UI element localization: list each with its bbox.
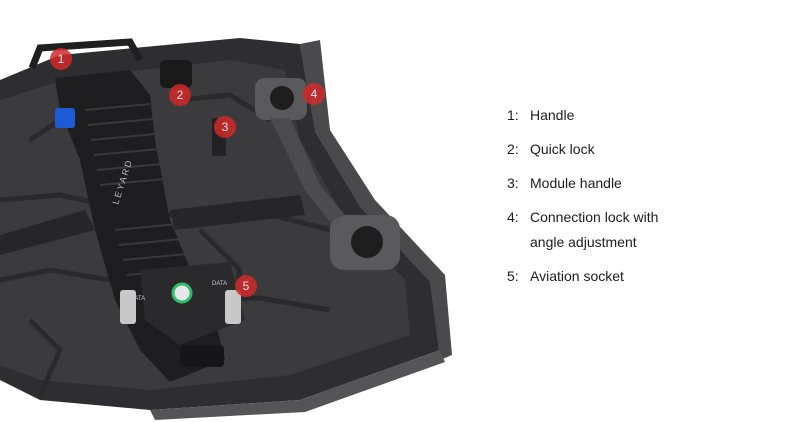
power-socket — [171, 282, 193, 304]
legend-label: Connection lock with angle adjustment — [530, 209, 659, 250]
legend-item-aviation-socket: 5: Aviation socket — [507, 264, 777, 289]
legend-item-quick-lock: 2: Quick lock — [507, 137, 777, 162]
bottom-grip — [180, 345, 224, 367]
led-cabinet-image: LEYARD DATA DATA — [0, 38, 452, 420]
socket-plate — [140, 262, 245, 345]
connection-lock-bottom-knob — [351, 226, 383, 258]
aviation-socket-right — [225, 290, 241, 324]
socket-label-right: DATA — [212, 281, 227, 287]
legend-number: 3: — [507, 175, 519, 191]
legend-number: 5: — [507, 268, 519, 284]
legend-number: 2: — [507, 141, 519, 157]
angle-adjust-arm — [270, 118, 345, 222]
blue-connector — [55, 108, 75, 128]
legend-number: 1: — [507, 107, 519, 123]
cross-bar-right — [170, 195, 305, 230]
legend-number: 4: — [507, 209, 519, 225]
feature-legend: 1: Handle 2: Quick lock 3: Module handle… — [507, 103, 777, 289]
callout-marker-4: 4 — [303, 83, 325, 105]
bottom-edge — [150, 350, 445, 420]
cross-bar-left — [0, 210, 95, 255]
legend-item-connection-lock: 4: Connection lock with angle adjustment — [507, 205, 677, 255]
legend-label: Aviation socket — [530, 268, 624, 284]
legend-item-module-handle: 3: Module handle — [507, 171, 777, 196]
callout-marker-5: 5 — [235, 275, 257, 297]
beam-grille — [84, 103, 193, 276]
aviation-socket-left — [120, 290, 136, 324]
legend-label: Quick lock — [530, 141, 595, 157]
legend-item-handle: 1: Handle — [507, 103, 777, 128]
quick-lock — [160, 60, 192, 88]
callout-marker-1: 1 — [50, 48, 72, 70]
legend-label: Handle — [530, 107, 575, 123]
right-rail — [300, 40, 452, 360]
socket-label-left: DATA — [130, 296, 145, 302]
legend-label: Module handle — [530, 175, 622, 191]
callout-marker-2: 2 — [169, 84, 191, 106]
callout-marker-3: 3 — [214, 116, 236, 138]
connection-lock-top-knob — [270, 86, 294, 110]
top-handle — [28, 38, 144, 70]
